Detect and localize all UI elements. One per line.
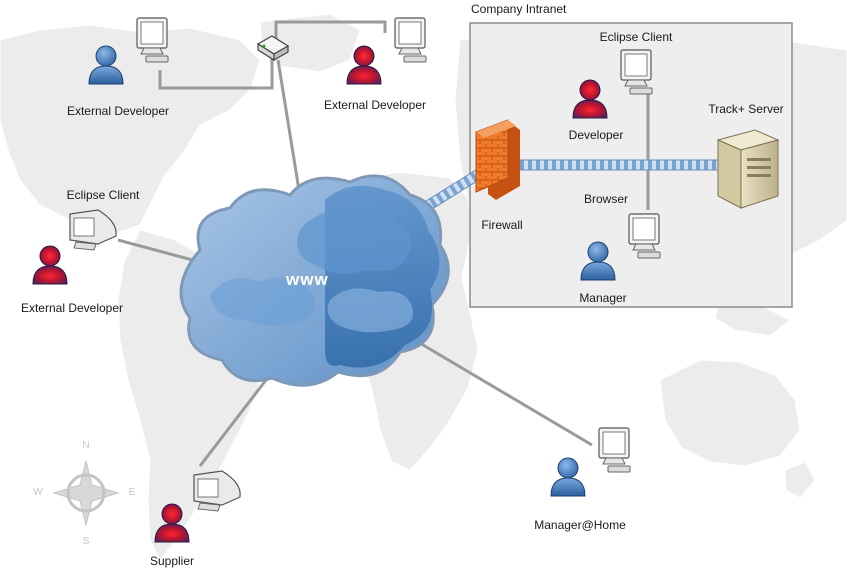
label-manager-home: Manager@Home: [534, 518, 626, 532]
label-intranet-client: Eclipse Client: [599, 30, 673, 44]
label-browser: Browser: [583, 192, 629, 206]
internet-cloud: [179, 174, 450, 387]
router-icon: [256, 35, 290, 62]
label-developer: Developer: [568, 128, 624, 142]
compass-w: W: [33, 487, 43, 498]
label-manager: Manager: [579, 291, 627, 305]
label-firewall: Firewall: [481, 218, 523, 232]
label-ext-dev-left-client: Eclipse Client: [66, 188, 140, 202]
intranet-title: Company Intranet: [471, 2, 567, 16]
compass-e: E: [128, 487, 136, 498]
firewall-icon: [475, 119, 520, 200]
label-ext-dev-top-left: External Developer: [66, 104, 170, 118]
workstation-ext-dev-left: [32, 209, 117, 285]
label-ext-dev-left: External Developer: [20, 301, 124, 315]
compass-n: N: [82, 440, 90, 451]
intranet-backbone: [519, 159, 721, 171]
compass-s: S: [82, 536, 90, 547]
cloud-label: www: [286, 270, 329, 289]
server-icon: [716, 129, 780, 209]
label-server: Track+ Server: [708, 102, 784, 116]
compass-rose-icon: [52, 460, 120, 526]
label-ext-dev-top-center: External Developer: [323, 98, 427, 112]
label-supplier: Supplier: [149, 554, 195, 568]
workstation-manager-home: [550, 427, 631, 497]
connection-lines: [117, 20, 650, 467]
